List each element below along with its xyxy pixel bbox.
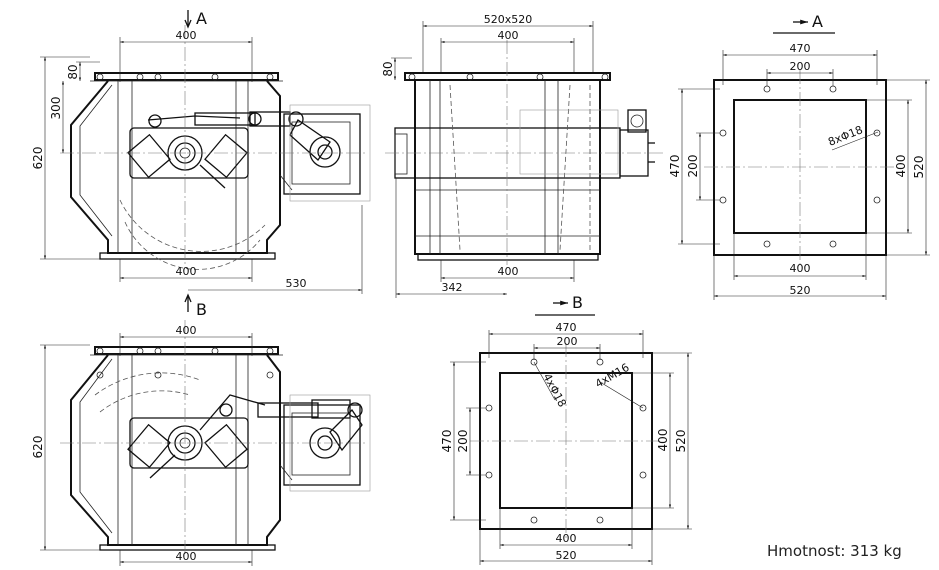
dim-top-width: 400 <box>176 29 197 42</box>
hole-callout-clearance: 4xΦ18 <box>540 371 568 409</box>
dim-top-size: 520x520 <box>484 13 533 26</box>
flange-view-a: A 8xΦ18 470 200 470 200 400 <box>668 12 930 300</box>
section-b-mark: B <box>196 300 207 319</box>
section-a-arrow-icon <box>184 19 192 29</box>
dim-height-pitch: 470 <box>668 155 682 178</box>
dim-bottom-width: 400 <box>176 265 197 278</box>
dim-drive-extent: 530 <box>286 277 307 290</box>
top-flange <box>94 346 279 355</box>
link-rod <box>257 402 319 418</box>
gearbox <box>627 109 647 133</box>
rotor-housing <box>414 79 601 255</box>
cam-plate-right <box>204 423 248 469</box>
dim-outer-width: 520 <box>556 549 577 562</box>
bolt <box>266 73 274 81</box>
dim-flange-height: 80 <box>381 61 395 76</box>
dim-top-width: 400 <box>176 324 197 337</box>
dim-height-inner: 200 <box>456 430 470 453</box>
front-view-b: B <box>31 293 371 566</box>
dim-outer-width: 520 <box>790 284 811 297</box>
linkage-lever <box>199 394 266 431</box>
dim-hole-pitch: 470 <box>790 42 811 55</box>
cam-plate-right <box>204 133 248 179</box>
dim-opening-height: 400 <box>656 429 670 452</box>
dim-total-height: 620 <box>31 436 45 459</box>
dim-height-pitch: 470 <box>440 430 454 453</box>
hole-callout-thread: 4xM16 <box>593 361 632 391</box>
dim-outer-height: 520 <box>674 430 688 453</box>
top-flange <box>94 72 279 81</box>
dim-offset: 342 <box>442 281 463 294</box>
weight-label: Hmotnost: 313 kg <box>767 542 902 560</box>
dim-hole-inner: 200 <box>557 335 578 348</box>
dim-opening-height: 400 <box>894 155 908 178</box>
top-flange <box>404 72 611 81</box>
bearing-end <box>619 129 649 177</box>
dim-top-width: 400 <box>498 29 519 42</box>
flange-view-b: B 4xΦ18 4xM16 470 200 470 200 400 <box>440 293 692 565</box>
cam-plate-left <box>127 423 171 469</box>
view-a-title: A <box>812 12 823 31</box>
drive-unit <box>283 404 361 486</box>
bolt <box>136 73 144 81</box>
cam-plate-left <box>127 133 171 179</box>
section-b-arrow-icon <box>184 293 192 303</box>
drive-shaft <box>309 136 341 168</box>
front-view-a: A <box>31 9 371 294</box>
dim-hole-inner: 200 <box>790 60 811 73</box>
dim-bottom-width: 400 <box>176 550 197 563</box>
link-rod <box>194 112 256 126</box>
dim-hole-pitch: 470 <box>556 321 577 334</box>
side-view: 520x520 400 80 400 342 <box>381 13 665 298</box>
dim-bottom-width: 400 <box>498 265 519 278</box>
dim-outer-height: 520 <box>912 156 926 179</box>
view-b-title: B <box>572 293 583 312</box>
linkage-lever <box>147 115 241 121</box>
bottom-flange <box>417 253 599 261</box>
dim-total-height: 620 <box>31 147 45 170</box>
dim-height-inner: 200 <box>686 155 700 178</box>
turnbuckle <box>311 399 351 419</box>
dim-axis-height: 300 <box>49 97 63 120</box>
section-a-mark: A <box>196 9 207 28</box>
bolt <box>96 73 104 81</box>
dim-flange-height: 80 <box>66 64 80 79</box>
dim-opening-width: 400 <box>556 532 577 545</box>
bottom-flange <box>99 544 276 551</box>
bottom-flange <box>99 252 276 260</box>
bolt <box>154 73 162 81</box>
bolt <box>211 73 219 81</box>
dim-opening-width: 400 <box>790 262 811 275</box>
drive-unit <box>283 113 361 195</box>
